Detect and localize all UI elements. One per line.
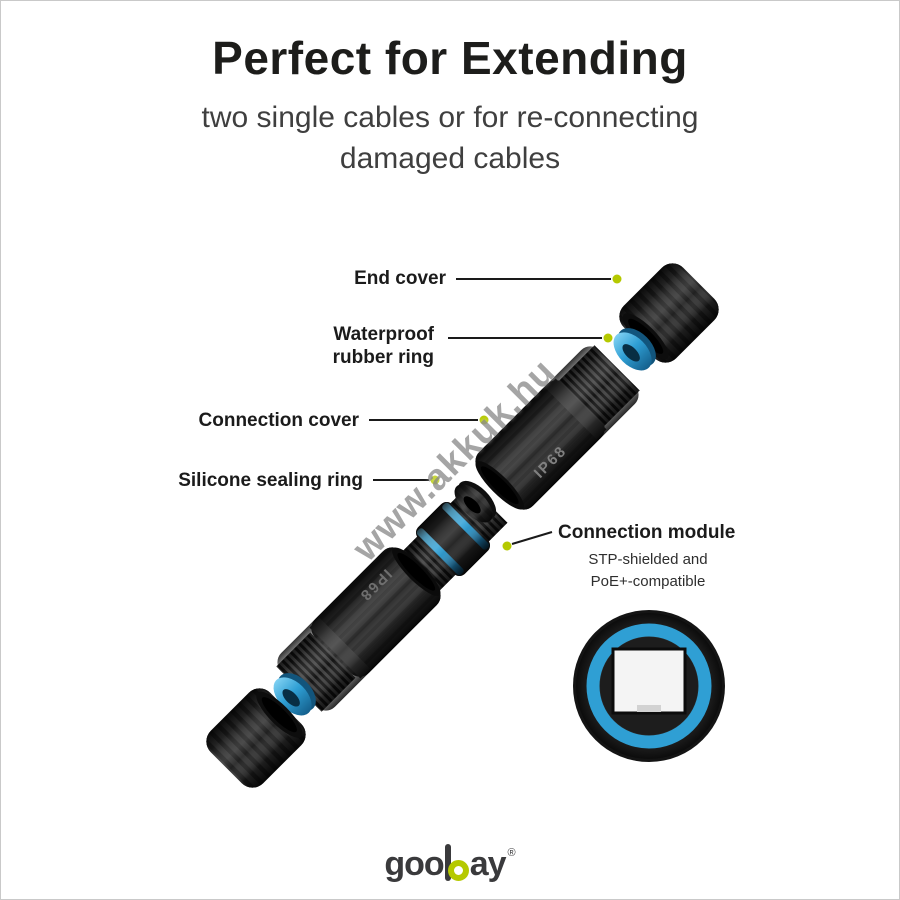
keystone-slot [611,647,687,715]
connection-module-leader-line [511,531,553,545]
callout-lines [369,278,611,545]
connection-cover-label: Connection cover [198,410,359,431]
callout-dots [430,274,622,551]
connection-module-sublabel: STP-shielded and PoE+-compatible [557,549,739,593]
connection-module-label: Connection module [558,522,736,543]
end-cover-label: End cover [354,268,446,289]
silicone-sealing-ring-label: Silicone sealing ring [178,470,363,491]
rubber-ring-bottom-part [273,673,316,716]
waterproof-ring-label-line1: Waterproof [333,324,434,345]
brand-b-stem [444,844,451,881]
silicone-ring-dot [430,475,440,485]
waterproof-ring-label: Waterproof rubber ring [181,323,434,369]
end-cover-bottom-part [206,688,306,788]
brand-b-green-ring-icon [447,860,469,881]
connection-cover-dot [479,415,489,425]
silicone-sealing-ring-part [454,480,497,523]
connection-cover-bottom-part: IP68 [276,547,441,712]
page-subtitle: two single cables or for re-connecting d… [1,97,899,179]
end-cover-dot [612,274,622,284]
module-front-view [573,610,725,762]
brand-text-goo: goo [384,845,444,883]
connection-module-sub-line1: STP-shielded and [588,551,708,568]
brand-b-mark [444,844,469,881]
waterproof-ring-dot [603,333,613,343]
subtitle-line-1: two single cables or for re-connecting [201,101,699,134]
subtitle-line-2: damaged cables [339,142,561,175]
connection-module-dot [502,541,512,551]
connection-module-sub-line2: PoE+-compatible [590,573,706,590]
waterproof-ring-label-line2: rubber ring [332,347,434,368]
rubber-ring-top-part [613,328,656,371]
brand-text-ay: ay [469,845,507,883]
brand-logo: goo ay ® [1,844,899,881]
page-title: Perfect for Extending [212,32,688,84]
registered-trademark-mark: ® [507,847,516,859]
connection-cover-top-part: IP68 [475,345,640,510]
